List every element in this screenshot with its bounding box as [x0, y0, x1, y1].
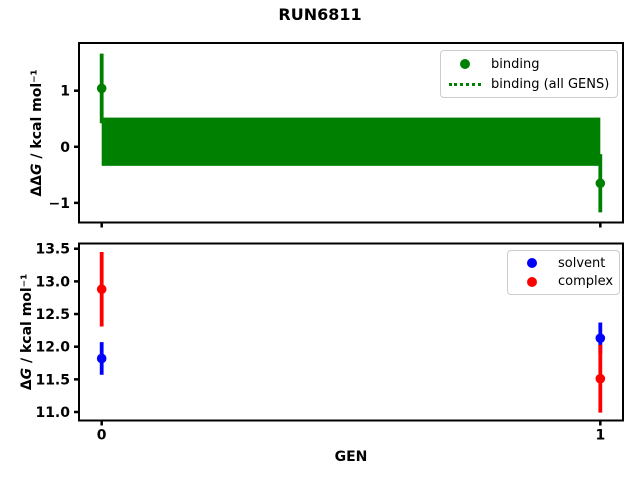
bottom-legend: solvent complex [507, 250, 620, 295]
y-tick-label: 11.5 [35, 372, 70, 388]
legend-label-binding: binding [491, 56, 540, 72]
y-tick-label: 12.0 [35, 340, 70, 356]
y-tick-label: 11.0 [35, 405, 70, 421]
complex-marker-icon [527, 276, 537, 287]
y-tick-label: 12.5 [35, 307, 70, 323]
band-binding-all-gens [101, 117, 601, 166]
legend-entry-complex: complex [515, 274, 614, 290]
legend-entry-solvent: solvent [515, 256, 612, 271]
ylabel-symbol: G [19, 367, 35, 380]
ylabel-prefix: ΔΔ [29, 174, 45, 197]
y-tick-label: 1 [60, 84, 70, 100]
legend-label-complex: complex [558, 274, 614, 290]
y-tick-label: 13.0 [35, 274, 70, 290]
legend-handle-box [448, 82, 482, 86]
ylabel-prefix: Δ [19, 379, 35, 391]
legend-entry-binding-all-gens: binding (all GENS) [448, 77, 610, 92]
legend-label-solvent: solvent [558, 255, 606, 271]
x-axis-label: GEN [334, 449, 368, 465]
marker-solvent-gen0 [96, 353, 107, 364]
bottom-y-axis-label: ΔG / kcal mol⁻¹ [19, 274, 35, 390]
figure-title: RUN6811 [278, 5, 362, 24]
dotted-line-icon [449, 82, 481, 86]
marker-binding-gen1 [595, 178, 606, 189]
marker-complex-gen1 [595, 373, 606, 384]
y-tick-label: −1 [49, 196, 70, 212]
x-tick-label: 0 [97, 428, 107, 444]
ylabel-units: / kcal mol⁻¹ [29, 69, 45, 164]
ylabel-symbol: G [29, 163, 45, 175]
top-y-axis-label: ΔΔG / kcal mol⁻¹ [29, 69, 45, 196]
legend-handle-box [448, 59, 482, 69]
marker-binding-gen0 [96, 83, 107, 94]
legend-entry-binding: binding [448, 57, 610, 72]
y-tick-label: 13.5 [35, 242, 70, 258]
legend-label-binding-all-gens: binding (all GENS) [491, 76, 610, 92]
top-axes-frame [78, 42, 624, 224]
y-tick-label: 0 [60, 140, 70, 156]
marker-complex-gen0 [96, 284, 107, 295]
legend-handle-box [515, 276, 549, 287]
bottom-axes-frame [78, 242, 624, 422]
x-tick-label: 1 [595, 428, 605, 444]
ylabel-units: / kcal mol⁻¹ [19, 273, 35, 368]
legend-handle-box [515, 258, 549, 269]
solvent-marker-icon [527, 258, 537, 269]
marker-solvent-gen1 [595, 333, 606, 344]
top-legend: binding binding (all GENS) [440, 50, 618, 98]
binding-marker-icon [460, 59, 470, 69]
